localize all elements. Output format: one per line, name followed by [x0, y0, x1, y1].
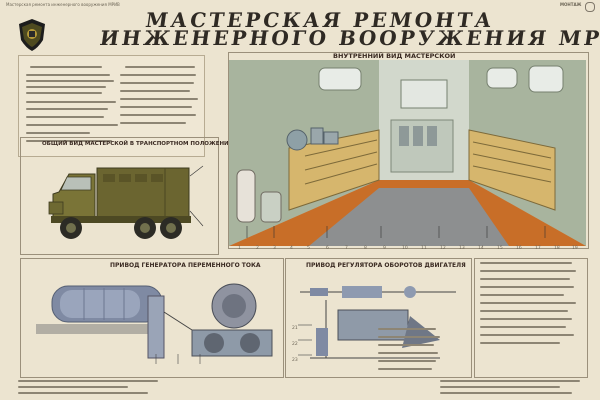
text-line: [26, 116, 104, 118]
generator-svg: [36, 283, 273, 364]
text-line: [26, 140, 112, 142]
regulator-drive-panel: [285, 258, 472, 378]
generator-icon: [24, 272, 279, 367]
text-line: [26, 74, 110, 76]
text-line: [480, 342, 560, 344]
interior-view-title: ВНУТРЕННИЙ ВИД МАСТЕРСКОЙ: [333, 52, 456, 60]
text-line: [26, 86, 106, 88]
emblem-graphic: [19, 19, 45, 51]
interior-number: 15: [497, 246, 503, 251]
text-line: [480, 334, 574, 336]
generator-drive-panel: [20, 258, 284, 378]
text-line: [480, 326, 566, 328]
text-line: [378, 328, 436, 330]
truck-graphic: [48, 165, 204, 239]
title-line-2: ИНЖЕНЕРНОГО ВООРУЖЕНИЯ МРИВ: [98, 26, 600, 50]
text-line: [378, 344, 434, 346]
text-line: [480, 294, 564, 296]
text-line: [480, 278, 570, 280]
text-line: [480, 302, 576, 304]
text-line: [378, 352, 438, 354]
interior-number: 18: [554, 246, 560, 251]
text-line: [120, 74, 196, 76]
interior-number: 13: [459, 246, 465, 251]
interior-number: 9: [383, 246, 386, 251]
footer-line: [440, 386, 560, 388]
text-line: [26, 132, 90, 134]
interior-number: 6: [326, 246, 329, 251]
interior-number: 2: [256, 246, 259, 251]
footer-line: [440, 392, 572, 394]
truck-icon: [35, 156, 210, 244]
text-line: [120, 122, 186, 124]
text-line: [378, 360, 436, 362]
text-line: [26, 124, 118, 126]
interior-number: 16: [516, 246, 522, 251]
text-line: [26, 108, 108, 110]
interior-number: 19: [572, 246, 578, 251]
emblem-icon: [18, 18, 46, 52]
interior-graphic: [229, 60, 586, 246]
interior-number: 17: [535, 246, 541, 251]
text-line: [120, 82, 194, 84]
text-line: [120, 106, 192, 108]
regulator-number: 21: [292, 326, 298, 331]
interior-svg: [229, 60, 586, 246]
transport-view-title: ОБЩИЙ ВИД МАСТЕРСКОЙ В ТРАНСПОРТНОМ ПОЛО…: [42, 141, 234, 147]
footer-line: [18, 386, 128, 388]
corner-mark-icon: [585, 2, 595, 12]
text-line: [125, 66, 195, 68]
interior-view: [228, 52, 589, 249]
text-line: [30, 66, 102, 68]
text-line: [480, 286, 574, 288]
top-right-note: МОНТАЖ: [560, 2, 582, 7]
interior-number: 7: [345, 246, 348, 251]
regulator-number: 22: [292, 342, 298, 347]
text-line: [378, 368, 432, 370]
interior-number: 14: [478, 246, 484, 251]
regulator-drive-title: ПРИВОД РЕГУЛЯТОРА ОБОРОТОВ ДВИГАТЕЛЯ: [306, 262, 466, 269]
transport-view: [20, 137, 219, 255]
text-line: [378, 336, 440, 338]
top-left-note: Мастерская ремонта инженерного вооружени…: [6, 2, 120, 7]
text-line: [480, 270, 576, 272]
regulator-svg: [298, 286, 456, 359]
text-line: [480, 318, 572, 320]
regulator-number: 23: [292, 358, 298, 363]
footer-line: [440, 380, 580, 382]
interior-number: 3: [273, 246, 276, 251]
regulator-icon: [290, 270, 466, 365]
interior-number: 8: [364, 246, 367, 251]
interior-number: 10: [402, 246, 408, 251]
text-line: [26, 101, 116, 103]
interior-number: 1: [238, 246, 241, 251]
text-line: [120, 114, 196, 116]
interior-number: 5: [307, 246, 310, 251]
footer-line: [18, 392, 148, 394]
text-line: [480, 310, 568, 312]
interior-number: 12: [440, 246, 446, 251]
generator-drive-title: ПРИВОД ГЕНЕРАТОРА ПЕРЕМЕННОГО ТОКА: [110, 262, 261, 269]
text-line: [120, 90, 190, 92]
text-line: [26, 80, 114, 82]
text-line: [480, 262, 572, 264]
text-line: [120, 98, 198, 100]
right-text-panel: [474, 258, 588, 378]
interior-number: 4: [290, 246, 293, 251]
footer-line: [18, 380, 158, 382]
text-line: [26, 92, 102, 94]
interior-number: 11: [421, 246, 427, 251]
